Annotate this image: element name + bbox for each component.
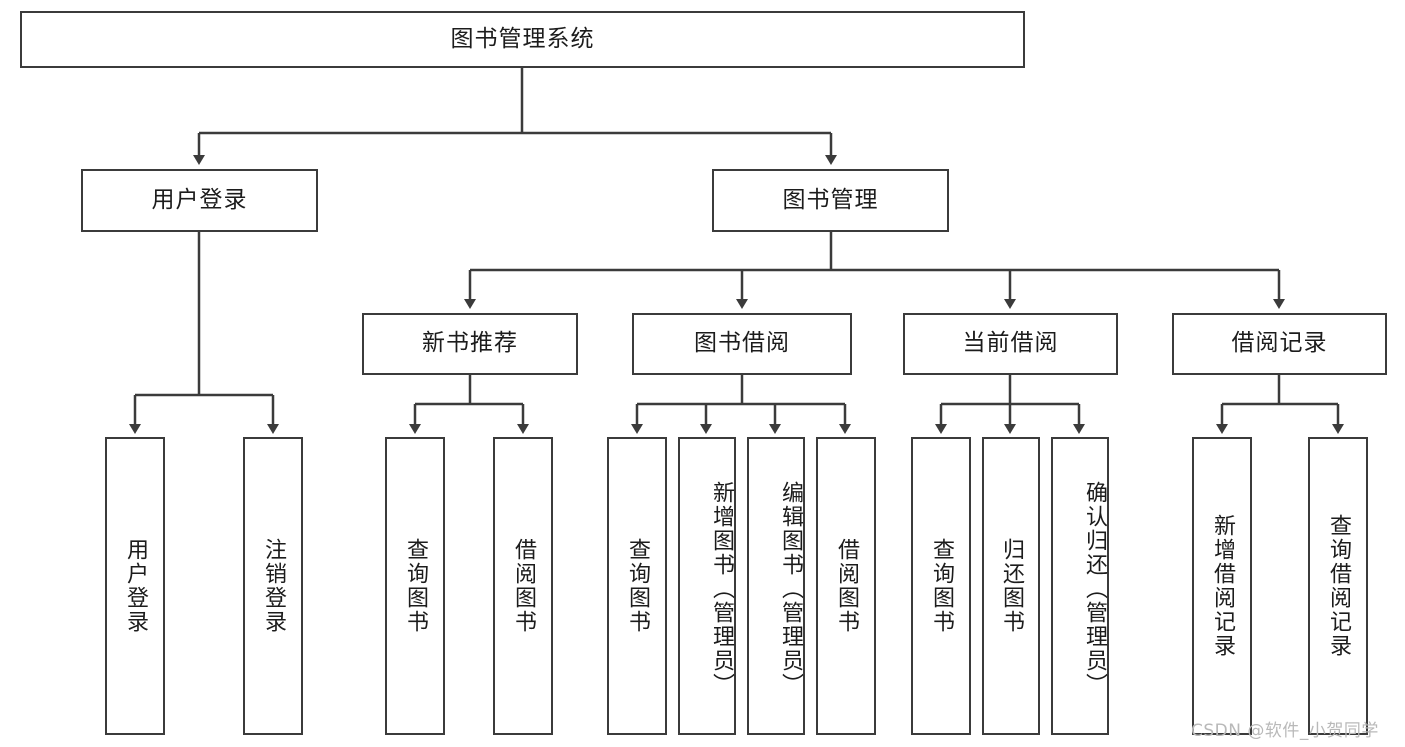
node-user-login[interactable]: 用户登录 [81,169,318,232]
node-label: 查询图书 [624,538,650,634]
node-leaf-borrow-book-recommend[interactable]: 借阅图书 [493,437,553,735]
node-book-borrow[interactable]: 图书借阅 [632,313,852,375]
node-book-management[interactable]: 图书管理 [712,169,949,232]
node-label: 归还图书 [998,538,1024,634]
node-label: 用户登录 [151,186,248,213]
watermark-credit: CSDN @软件_小贺同学 [1191,721,1379,741]
node-label: 确认归还（管理员） [1082,481,1107,697]
node-label: 查询图书 [928,538,954,634]
node-leaf-user-logout[interactable]: 注销登录 [243,437,303,735]
node-leaf-query-book-recommend[interactable]: 查询图书 [385,437,445,735]
node-label: 新书推荐 [422,330,518,357]
node-new-book-recommend[interactable]: 新书推荐 [362,313,578,375]
node-leaf-add-borrow-record[interactable]: 新增借阅记录 [1192,437,1252,735]
node-label: 用户登录 [122,538,148,634]
node-leaf-return-book[interactable]: 归还图书 [982,437,1040,735]
node-leaf-confirm-return-admin[interactable]: 确认归还（管理员） [1051,437,1109,735]
node-root-book-management-system[interactable]: 图书管理系统 [20,11,1025,68]
node-label: 借阅图书 [510,538,536,634]
node-label: 图书管理系统 [450,25,595,52]
node-label: 借阅记录 [1231,330,1328,357]
node-label: 当前借阅 [962,330,1059,357]
node-label: 注销登录 [260,538,286,634]
node-label: 新增借阅记录 [1209,514,1235,658]
node-leaf-add-book-admin[interactable]: 新增图书（管理员） [678,437,736,735]
node-leaf-borrow-book[interactable]: 借阅图书 [816,437,876,735]
node-label: 查询图书 [402,538,428,634]
node-borrow-record[interactable]: 借阅记录 [1172,313,1387,375]
node-label: 新增图书（管理员） [709,481,734,697]
node-leaf-query-book-borrow[interactable]: 查询图书 [607,437,667,735]
node-label: 编辑图书（管理员） [778,481,803,697]
node-label: 图书管理 [782,186,879,213]
node-label: 借阅图书 [833,538,859,634]
node-leaf-query-book-current[interactable]: 查询图书 [911,437,971,735]
node-leaf-user-login[interactable]: 用户登录 [105,437,165,735]
node-leaf-query-borrow-record[interactable]: 查询借阅记录 [1308,437,1368,735]
node-current-borrow[interactable]: 当前借阅 [903,313,1118,375]
node-leaf-edit-book-admin[interactable]: 编辑图书（管理员） [747,437,805,735]
node-label: 查询借阅记录 [1325,514,1351,658]
node-label: 图书借阅 [694,330,790,357]
